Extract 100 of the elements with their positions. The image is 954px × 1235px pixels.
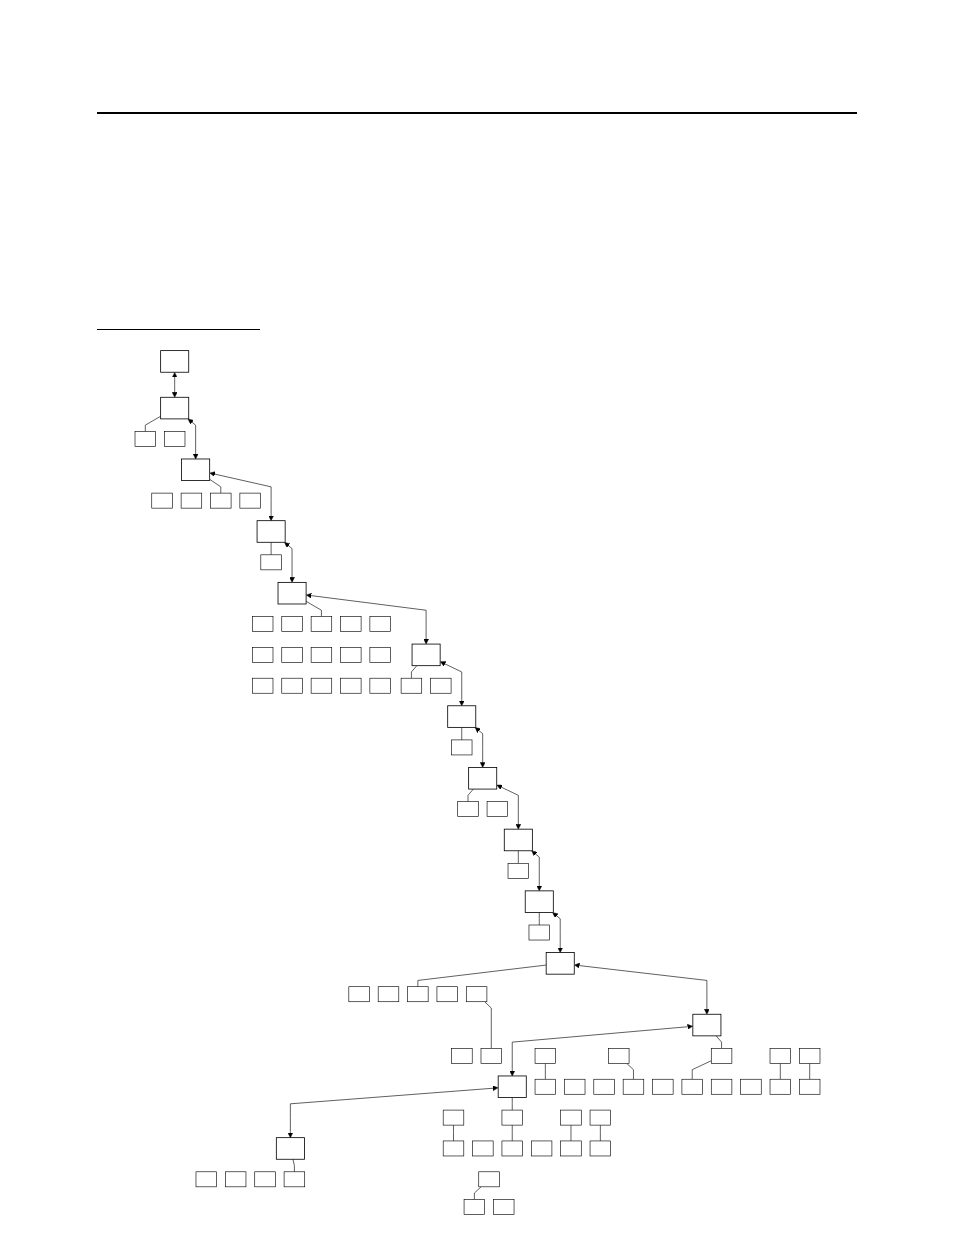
- empty-box: [681, 1078, 703, 1095]
- empty-box: [769, 1078, 791, 1095]
- empty-box: [534, 1048, 556, 1064]
- empty-box: [400, 677, 422, 694]
- empty-box: [280, 677, 303, 694]
- empty-box: [239, 492, 261, 509]
- empty-box: [253, 1171, 276, 1188]
- empty-box: [691, 1013, 721, 1037]
- empty-box: [134, 431, 156, 447]
- empty-box: [224, 1171, 246, 1188]
- empty-box: [280, 647, 303, 663]
- arrow: [551, 912, 563, 953]
- empty-box: [559, 1140, 582, 1157]
- empty-box: [369, 616, 391, 632]
- empty-box: [277, 581, 306, 605]
- empty-box: [710, 1078, 732, 1095]
- connector-line: [270, 541, 271, 556]
- empty-box: [275, 1137, 305, 1160]
- empty-box: [209, 492, 231, 509]
- connector-line: [305, 601, 322, 617]
- empty-box: [503, 828, 533, 852]
- empty-box: [501, 1140, 523, 1157]
- connector-line: [483, 1001, 492, 1049]
- empty-box: [280, 616, 303, 632]
- connector-line: [208, 479, 221, 494]
- arrow: [531, 850, 542, 892]
- empty-box: [501, 1109, 523, 1126]
- empty-box: [486, 801, 508, 817]
- connector-line: [144, 415, 161, 432]
- empty-box: [530, 1140, 552, 1157]
- connector-line: [460, 727, 462, 741]
- empty-box: [283, 1171, 305, 1188]
- empty-box: [436, 986, 458, 1003]
- empty-box: [450, 1048, 473, 1064]
- connector-line: [715, 1035, 722, 1049]
- empty-box: [348, 986, 370, 1003]
- empty-box: [180, 458, 210, 481]
- empty-box: [251, 677, 273, 694]
- empty-box: [195, 1171, 217, 1188]
- connector-line: [417, 964, 546, 987]
- empty-box: [339, 677, 361, 694]
- connector-line: [511, 1124, 513, 1142]
- connector-line: [544, 1063, 546, 1080]
- connector-line: [292, 1158, 295, 1173]
- empty-box: [251, 647, 273, 663]
- connector-line: [599, 1124, 601, 1142]
- connector-line: [691, 1060, 712, 1080]
- empty-box: [497, 1075, 527, 1098]
- empty-box: [256, 520, 286, 543]
- empty-box: [607, 1048, 629, 1064]
- empty-box: [622, 1078, 644, 1095]
- empty-box: [446, 705, 476, 728]
- empty-box: [369, 677, 391, 694]
- empty-box: [150, 492, 173, 509]
- empty-box: [467, 767, 497, 790]
- empty-box: [310, 647, 332, 663]
- arrow: [573, 962, 710, 1015]
- empty-box: [492, 1199, 514, 1215]
- empty-box: [524, 890, 554, 913]
- empty-box: [180, 492, 202, 509]
- empty-box: [442, 1109, 464, 1126]
- empty-box: [251, 616, 273, 632]
- connector-line: [625, 1063, 634, 1080]
- empty-box: [563, 1078, 585, 1095]
- connector-line: [538, 912, 540, 926]
- empty-box: [310, 616, 332, 632]
- empty-box: [456, 801, 479, 817]
- arrow: [187, 418, 198, 460]
- empty-box: [159, 396, 189, 420]
- connector-line: [511, 1097, 513, 1111]
- connector-line: [517, 850, 519, 864]
- connector-line: [473, 1186, 481, 1200]
- arrow: [171, 372, 177, 398]
- empty-box: [163, 431, 185, 447]
- empty-box: [589, 1109, 611, 1126]
- connector-line: [808, 1063, 810, 1080]
- empty-box: [450, 739, 472, 756]
- empty-box: [159, 350, 189, 373]
- empty-box: [534, 1078, 556, 1095]
- empty-box: [528, 924, 550, 941]
- arrow: [283, 542, 295, 583]
- empty-box: [429, 677, 451, 694]
- connector-line: [570, 1124, 571, 1142]
- empty-box: [769, 1048, 791, 1064]
- empty-box: [798, 1078, 820, 1095]
- empty-box: [339, 647, 361, 663]
- connector-line: [467, 788, 474, 802]
- empty-box: [377, 986, 399, 1003]
- empty-box: [739, 1078, 762, 1095]
- empty-box: [369, 647, 391, 663]
- empty-box: [406, 986, 428, 1003]
- empty-box: [442, 1140, 464, 1157]
- empty-box: [545, 952, 575, 975]
- empty-box: [260, 554, 282, 571]
- empty-box: [507, 863, 529, 879]
- empty-box: [592, 1078, 615, 1095]
- empty-box: [310, 677, 332, 694]
- empty-box: [411, 643, 441, 667]
- arrow: [474, 727, 485, 768]
- empty-box: [480, 1048, 502, 1064]
